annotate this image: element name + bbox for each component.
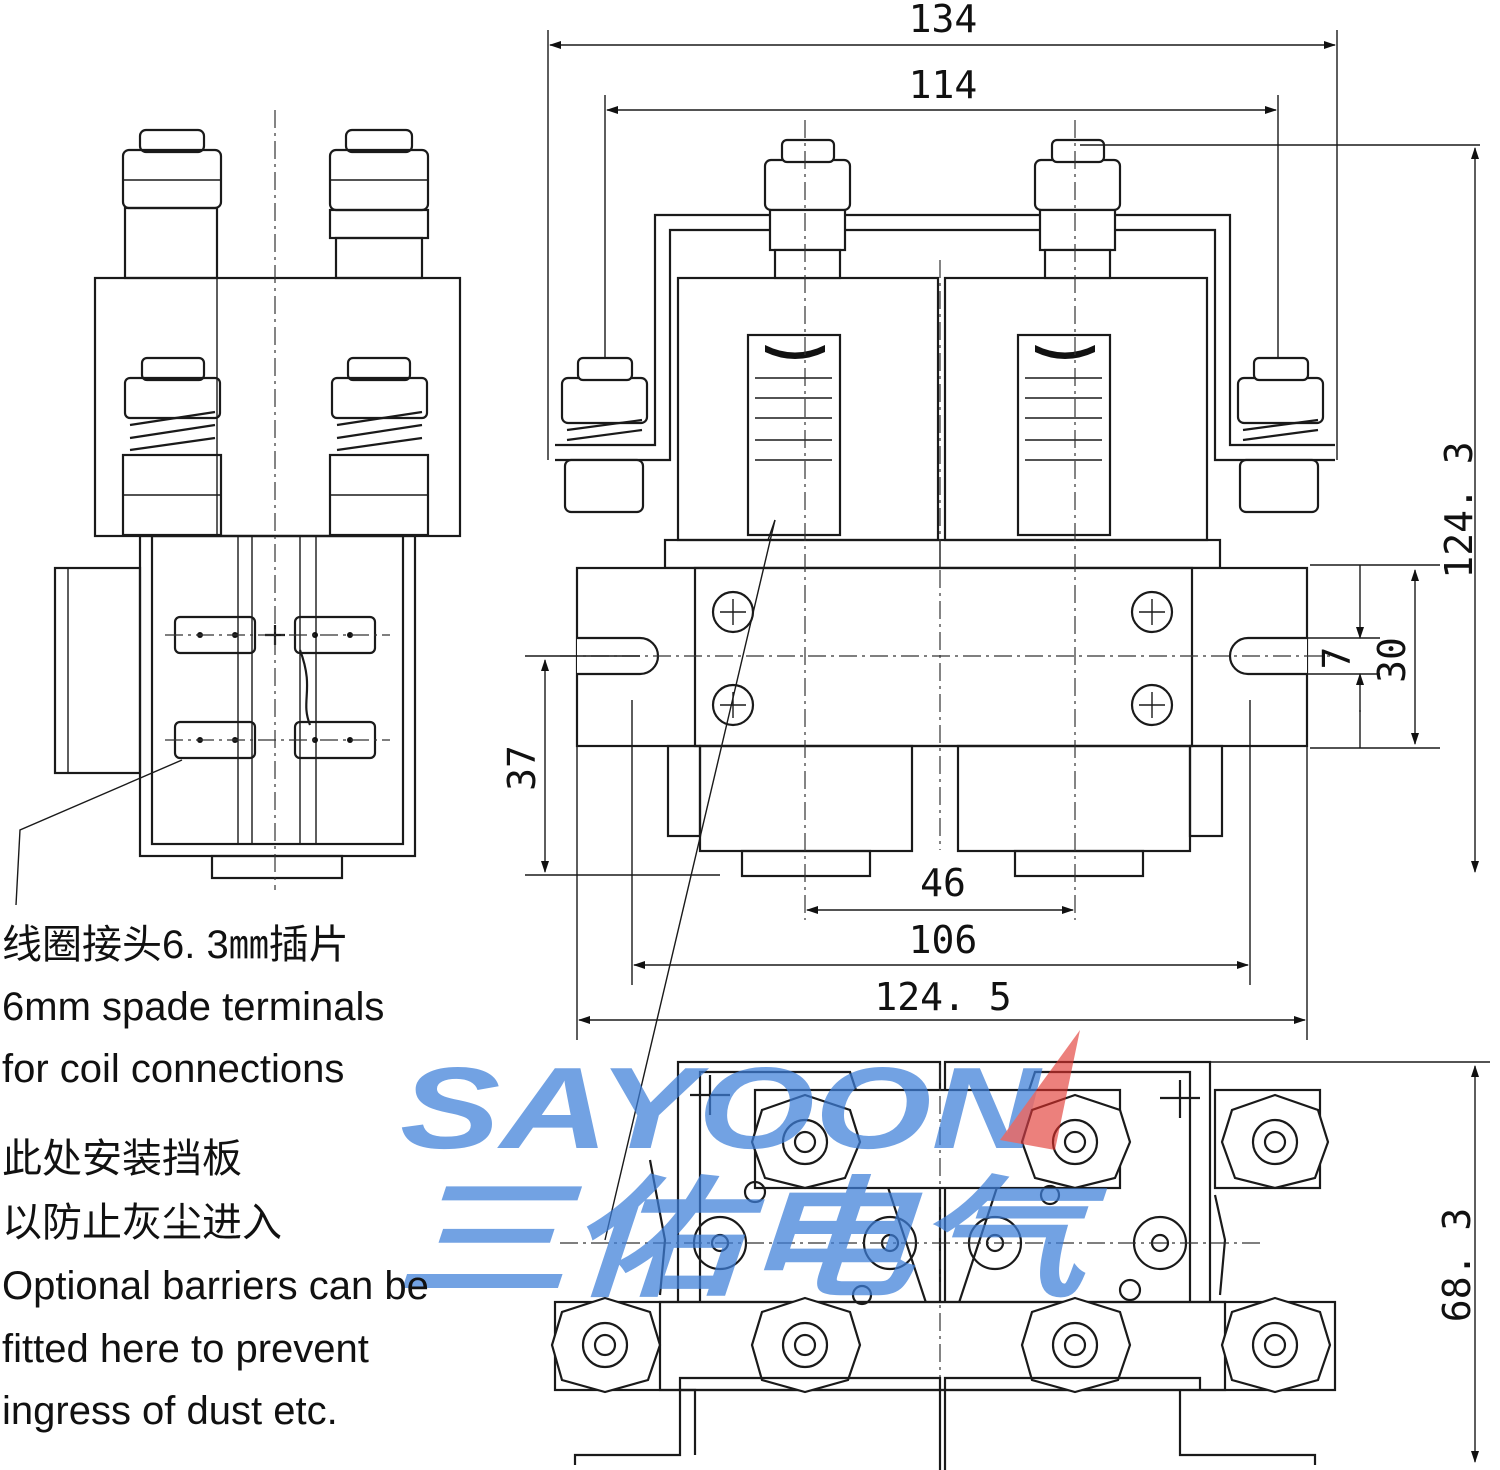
dim-124-3: 124. 3 — [1437, 441, 1481, 578]
barrier-note-en-1: Optional barriers can be — [2, 1264, 429, 1308]
dim-7: 7 — [1315, 647, 1359, 670]
side-view — [15, 110, 462, 906]
barrier-note-en-2: fitted here to prevent — [2, 1327, 369, 1371]
dim-37: 37 — [500, 745, 544, 791]
dim-106: 106 — [909, 918, 978, 962]
dim-46: 46 — [920, 861, 966, 905]
front-view — [525, 30, 1480, 1241]
coil-note-en-1: 6mm spade terminals — [2, 985, 385, 1029]
dim-124-5: 124. 5 — [874, 975, 1011, 1019]
watermark-brand-cn: 三佑电气 — [395, 1167, 1108, 1313]
coil-note-cn: 线圈接头6. 3㎜插片 — [2, 923, 349, 967]
dim-68-3: 68. 3 — [1435, 1208, 1479, 1322]
watermark: SAYOON 三佑电气 — [395, 1030, 1108, 1313]
coil-note-en-2: for coil connections — [2, 1047, 345, 1091]
dim-114: 114 — [909, 63, 978, 107]
dim-134: 134 — [909, 0, 978, 41]
watermark-brand: SAYOON — [400, 1043, 1043, 1173]
dim-30: 30 — [1370, 637, 1414, 683]
bottom-view — [550, 1060, 1490, 1470]
barrier-note-cn-2: 以防止灰尘进入 — [2, 1201, 282, 1245]
barrier-note-en-3: ingress of dust etc. — [2, 1389, 338, 1433]
barrier-note-cn-1: 此处安装挡板 — [2, 1137, 242, 1181]
